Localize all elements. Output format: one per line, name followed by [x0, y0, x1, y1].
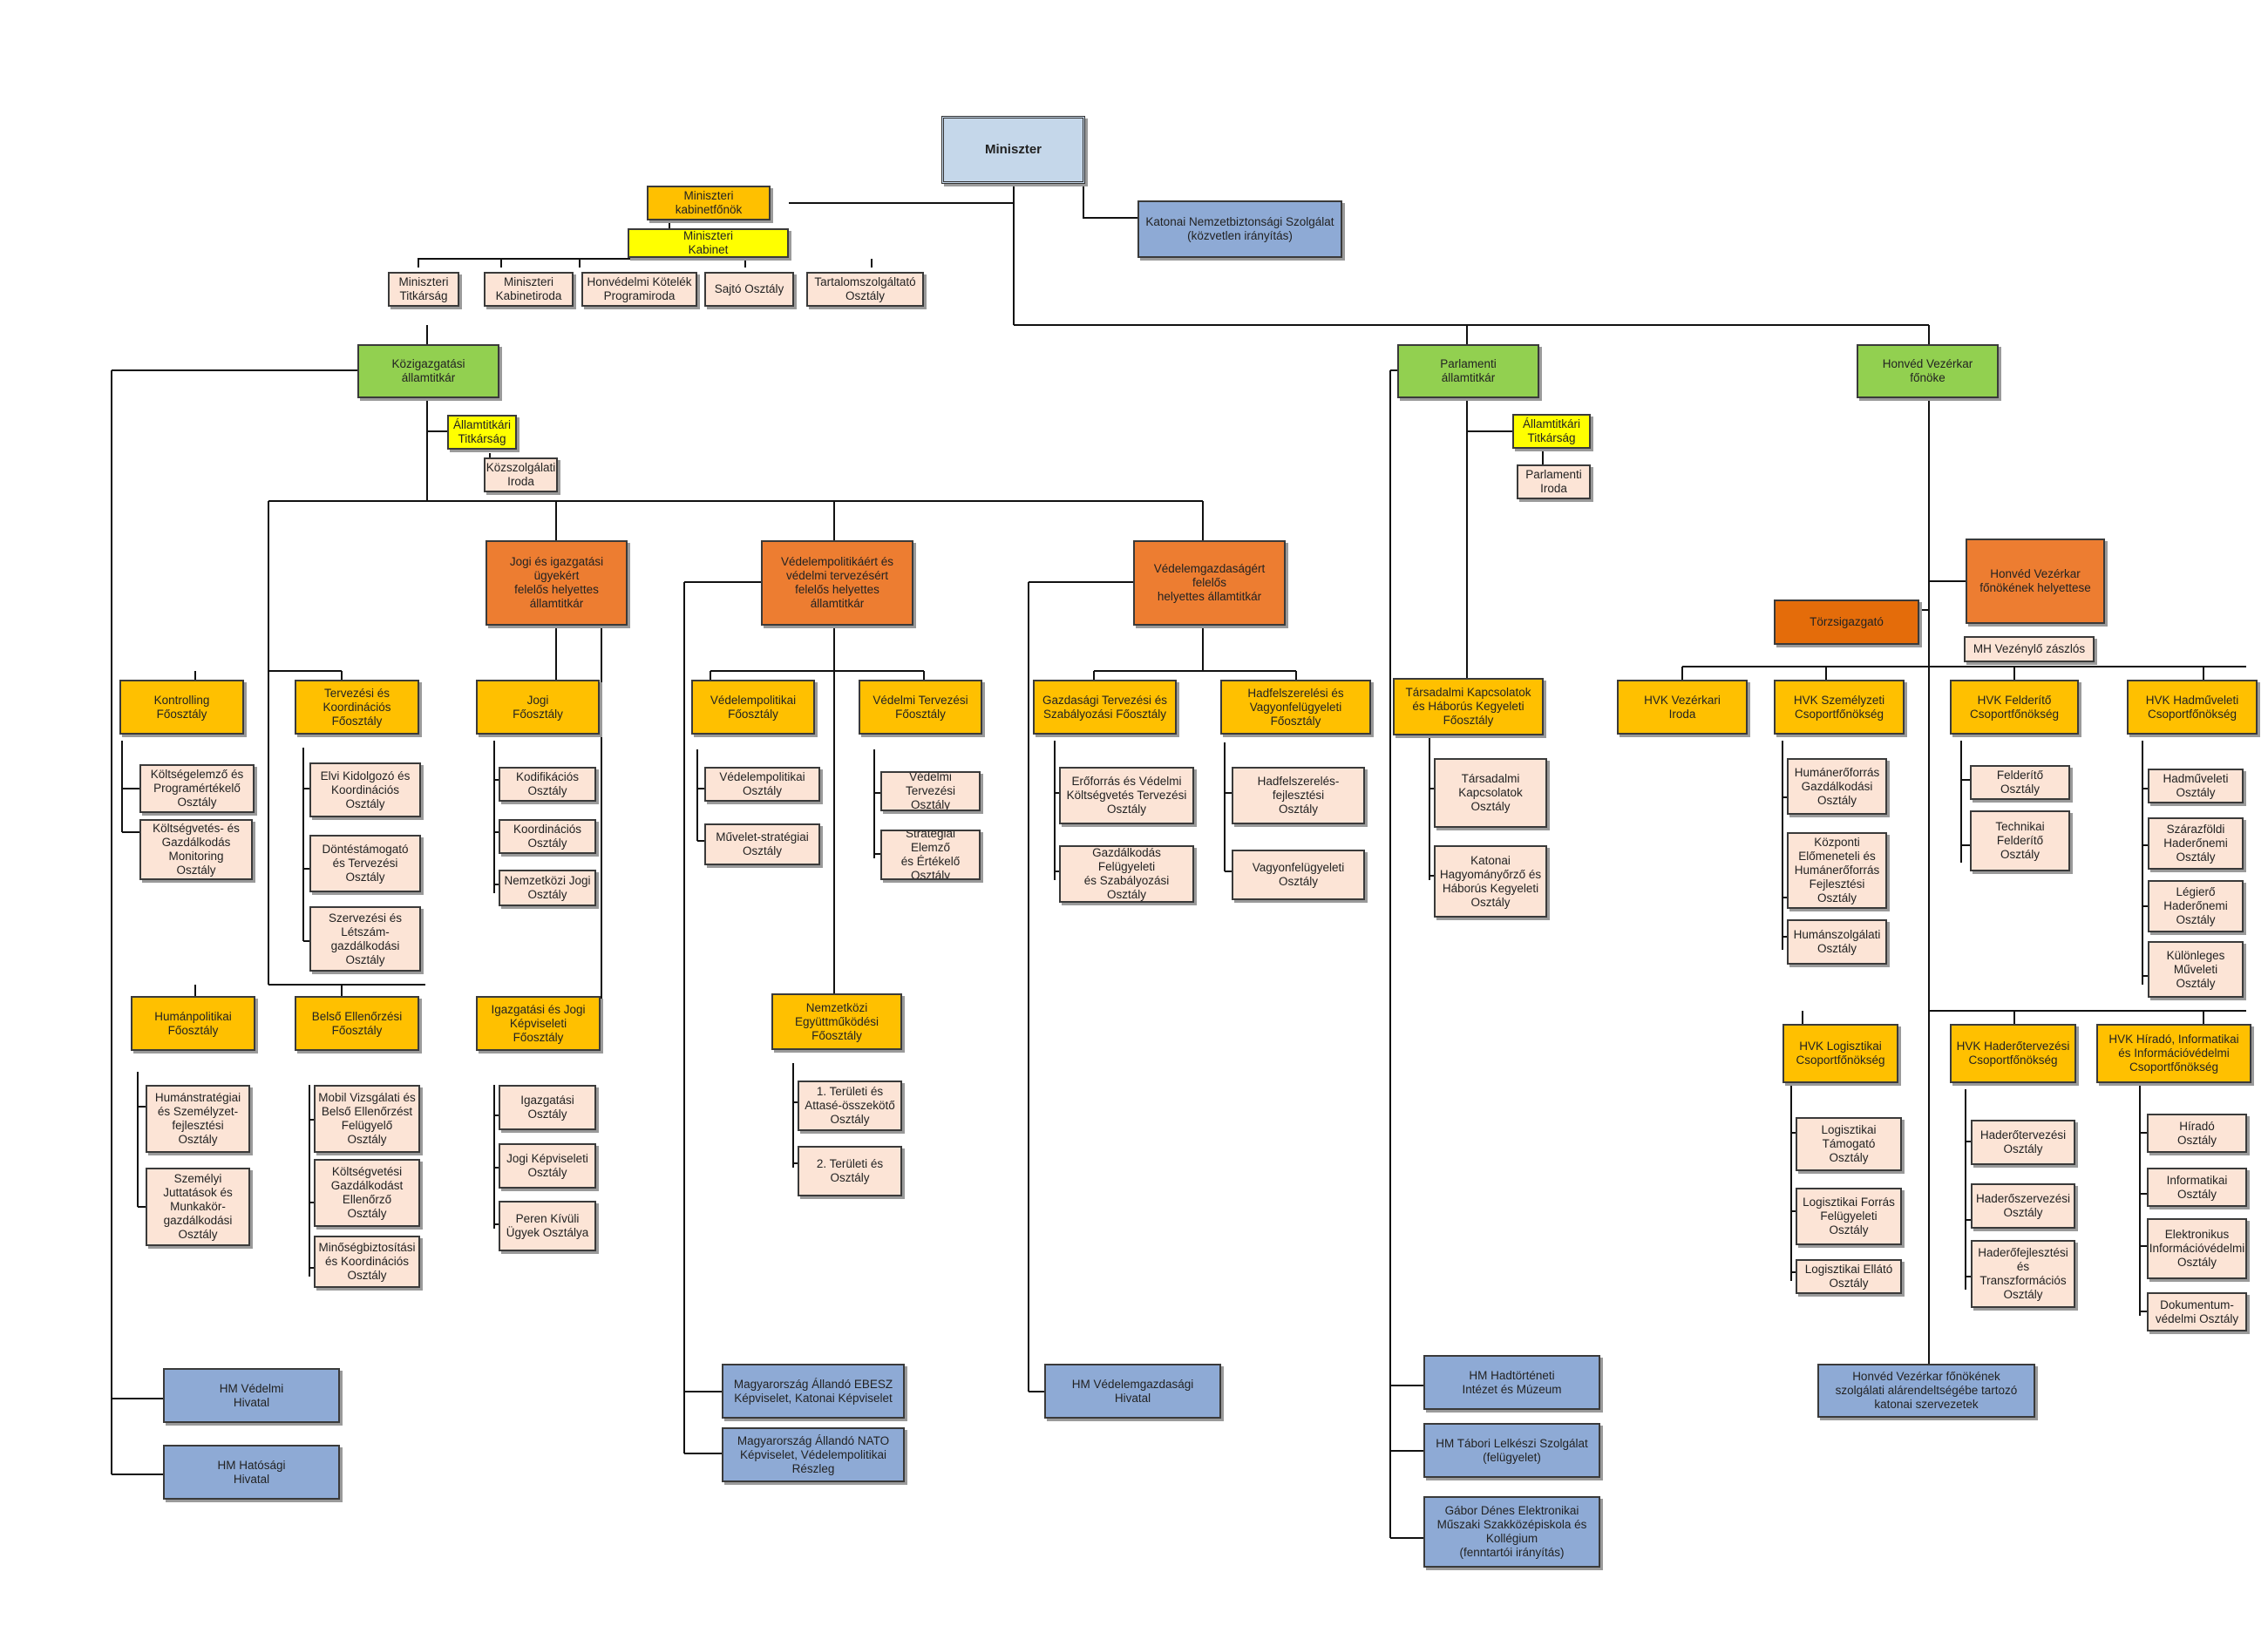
vedterv-unit: Stratégiai Elemző és Értékelő Osztály — [880, 830, 981, 880]
szemelyzeti-unit: Humánerőforrás Gazdálkodási Osztály — [1787, 758, 1887, 815]
jogi-deputy-box: Jogi és igazgatási ügyekért felelős hely… — [486, 540, 628, 626]
logisztikai-unit: Logisztikai Támogató Osztály — [1796, 1117, 1902, 1171]
kontrolling-unit: Költségelemző és Programértékelő Osztály — [139, 764, 255, 813]
kontrolling-unit: Költségvetés- és Gazdálkodás Monitoring … — [139, 819, 253, 880]
hirado-unit: Elektronikus Információvédelmi Osztály — [2147, 1218, 2247, 1279]
gazdasagi-box: Gazdasági Tervezési és Szabályozási Főos… — [1033, 680, 1177, 735]
cabinet-unit: Miniszteri Kabinetiroda — [484, 272, 574, 307]
hvk-szemelyzeti-box: HVK Személyzeti Csoportfőnökség — [1774, 680, 1905, 735]
tervezesi-unit: Elvi Kidolgozó és Koordinációs Osztály — [309, 762, 421, 817]
belso-unit: Mobil Vizsgálati és Belső Ellenőrzést Fe… — [314, 1085, 420, 1153]
vedpol-box: Védelempolitikai Főosztály — [691, 680, 815, 735]
haderoterv-unit: Haderőtervezési Osztály — [1971, 1120, 2075, 1165]
felderito-unit: Technikai Felderítő Osztály — [1970, 810, 2070, 871]
hadmuveleti-unit: Szárazföldi Haderőnemi Osztály — [2148, 817, 2244, 870]
igazgatasi-unit: Peren Kívüli Ügyek Osztálya — [499, 1201, 596, 1251]
cabinet-unit: Miniszteri Titkárság — [388, 272, 459, 307]
hadmuveleti-unit: Hadműveleti Osztály — [2148, 769, 2244, 803]
jogi-box: Jogi Főosztály — [476, 680, 600, 735]
hirado-unit: Dokumentum- védelmi Osztály — [2147, 1292, 2247, 1331]
igazgatasi-unit: Jogi Képviseleti Osztály — [499, 1143, 596, 1189]
belso-unit: Minőségbiztosítási és Koordinációs Osztá… — [314, 1236, 420, 1288]
kozig-office-box: Közszolgálati Iroda — [484, 457, 558, 492]
vedpol-unit: Művelet-stratégiai Osztály — [704, 823, 820, 865]
hirado-unit: Híradó Osztály — [2147, 1114, 2247, 1153]
nemzetkozi-box: Nemzetközi Együttműködési Főosztály — [771, 993, 902, 1050]
minister-box: Miniszter — [941, 116, 1085, 184]
hvk-hirado-box: HVK Híradó, Informatikai és Információvé… — [2096, 1024, 2251, 1083]
torzs-box: Törzsigazgató — [1774, 600, 1919, 645]
belso-box: Belső Ellenőrzési Főosztály — [295, 996, 419, 1051]
cabinet-unit: Sajtó Osztály — [704, 272, 794, 307]
gazdasagi-unit: Gazdálkodás Felügyeleti és Szabályozási … — [1059, 845, 1194, 903]
hvk-blue-box: Honvéd Vezérkar főnökének szolgálati alá… — [1817, 1364, 2035, 1418]
kontrolling-box: Kontrolling Főosztály — [119, 680, 244, 735]
parl-office-box: Parlamenti Iroda — [1517, 464, 1591, 499]
parl-blue-box: HM Tábori Lelkészi Szolgálat (felügyelet… — [1423, 1423, 1600, 1478]
hadfel-unit: Vagyonfelügyeleti Osztály — [1232, 850, 1365, 900]
kozig-secretariat-box: Államtitkári Titkárság — [447, 415, 517, 450]
parl-secretariat-box: Államtitkári Titkárság — [1512, 414, 1591, 449]
vedgazd-deputy-box: Védelemgazdaságért felelős helyettes áll… — [1133, 540, 1286, 626]
human-unit: Humánstratégiai és Személyzet- fejleszté… — [146, 1085, 250, 1153]
igazgatasi-unit: Igazgatási Osztály — [499, 1085, 596, 1130]
hvk-hadmuveleti-box: HVK Hadműveleti Csoportfőnökség — [2127, 680, 2258, 735]
nemzetkozi-unit: 1. Területi és Attasé-összekötő Osztály — [798, 1081, 902, 1131]
hvk-iroda-box: HVK Vezérkari Iroda — [1617, 680, 1748, 735]
jogi-unit: Nemzetközi Jogi Osztály — [499, 870, 596, 906]
tervezesi-box: Tervezési és Koordinációs Főosztály — [295, 680, 419, 735]
kozig-blue-box: HM Védelmi Hivatal — [163, 1368, 340, 1423]
parl-blue-box: Gábor Dénes Elektronikai Műszaki Szakköz… — [1423, 1496, 1600, 1568]
cabinet-unit: Tartalomszolgáltató Osztály — [806, 272, 924, 307]
kozig-blue-box: Magyarország Állandó NATO Képviselet, Vé… — [722, 1427, 905, 1482]
haderoterv-unit: Haderőfejlesztési és Transzformációs Osz… — [1971, 1240, 2075, 1308]
human-box: Humánpolitikai Főosztály — [131, 996, 255, 1051]
vedpol-unit: Védelempolitikai Osztály — [704, 767, 820, 802]
belso-unit: Költségvetési Gazdálkodást Ellenőrző Osz… — [314, 1159, 420, 1227]
kozig-blue-box: Magyarország Állandó EBESZ Képviselet, K… — [722, 1364, 905, 1419]
kns-box: Katonai Nemzetbiztonsági Szolgálat (közv… — [1137, 200, 1342, 258]
kozig-blue-box: HM Hatósági Hivatal — [163, 1445, 340, 1500]
tarsadalmi-box: Társadalmi Kapcsolatok és Háborús Kegyel… — [1393, 678, 1544, 735]
felderito-unit: Felderítő Osztály — [1970, 765, 2070, 800]
tarsadalmi-unit: Társadalmi Kapcsolatok Osztály — [1434, 758, 1547, 828]
hadmuveleti-unit: Különleges Műveleti Osztály — [2148, 941, 2244, 998]
tervezesi-unit: Döntéstámogató és Tervezési Osztály — [309, 835, 421, 892]
hvk-deputy-box: Honvéd Vezérkar főnökének helyettese — [1966, 539, 2105, 624]
kozig-blue-box: HM Védelemgazdasági Hivatal — [1044, 1364, 1221, 1419]
gazdasagi-unit: Erőforrás és Védelmi Költségvetés Tervez… — [1059, 767, 1194, 824]
tarsadalmi-unit: Katonai Hagyományőrző és Háborús Kegyele… — [1434, 845, 1547, 918]
kozig-head-box: Közigazgatási államtitkár — [357, 344, 499, 398]
human-unit: Személyi Juttatások és Munkakör- gazdálk… — [146, 1168, 250, 1246]
parl-head-box: Parlamenti államtitkár — [1397, 344, 1539, 398]
parl-blue-box: HM Hadtörténeti Intézet és Múzeum — [1423, 1355, 1600, 1410]
igazgatasi-box: Igazgatási és Jogi Képviseleti Főosztály — [476, 996, 601, 1051]
vedpol-deputy-box: Védelempolitikáért és védelmi tervezésér… — [761, 540, 913, 626]
szemelyzeti-unit: Humánszolgálati Osztály — [1787, 919, 1887, 965]
cabinet-unit: Honvédelmi Kötelék Programiroda — [581, 272, 697, 307]
vedterv-box: Védelmi Tervezési Főosztály — [859, 680, 982, 735]
hvk-felderito-box: HVK Felderítő Csoportfőnökség — [1950, 680, 2079, 735]
haderoterv-unit: Haderőszervezési Osztály — [1971, 1183, 2075, 1229]
jogi-unit: Koordinációs Osztály — [499, 819, 596, 854]
hadfel-box: Hadfelszerelési és Vagyonfelügyeleti Főo… — [1220, 680, 1371, 735]
vedterv-unit: Védelmi Tervezési Osztály — [880, 771, 981, 811]
hadmuveleti-unit: Légierő Haderőnemi Osztály — [2148, 880, 2244, 932]
zaszlos-box: MH Vezénylő zászlós — [1964, 636, 2095, 662]
cabinet-chief-box: Miniszteri kabinetfőnök — [647, 186, 771, 220]
logisztikai-unit: Logisztikai Forrás Felügyeleti Osztály — [1796, 1188, 1902, 1245]
szemelyzeti-unit: Központi Előmeneteli és Humánerőforrás F… — [1787, 832, 1887, 909]
hadfel-unit: Hadfelszerelés- fejlesztési Osztály — [1232, 767, 1365, 824]
tervezesi-unit: Szervezési és Létszám- gazdálkodási Oszt… — [309, 906, 421, 972]
cabinet-box: Miniszteri Kabinet — [628, 228, 789, 258]
jogi-unit: Kodifikációs Osztály — [499, 767, 596, 802]
hvk-head-box: Honvéd Vezérkar főnöke — [1857, 344, 1999, 398]
logisztikai-unit: Logisztikai Ellátó Osztály — [1796, 1259, 1902, 1294]
hvk-haderoterv-box: HVK Haderőtervezési Csoportfőnökség — [1950, 1024, 2076, 1083]
hvk-logisztikai-box: HVK Logisztikai Csoportfőnökség — [1782, 1024, 1898, 1083]
hirado-unit: Informatikai Osztály — [2147, 1168, 2247, 1207]
nemzetkozi-unit: 2. Területi és Osztály — [798, 1146, 902, 1196]
